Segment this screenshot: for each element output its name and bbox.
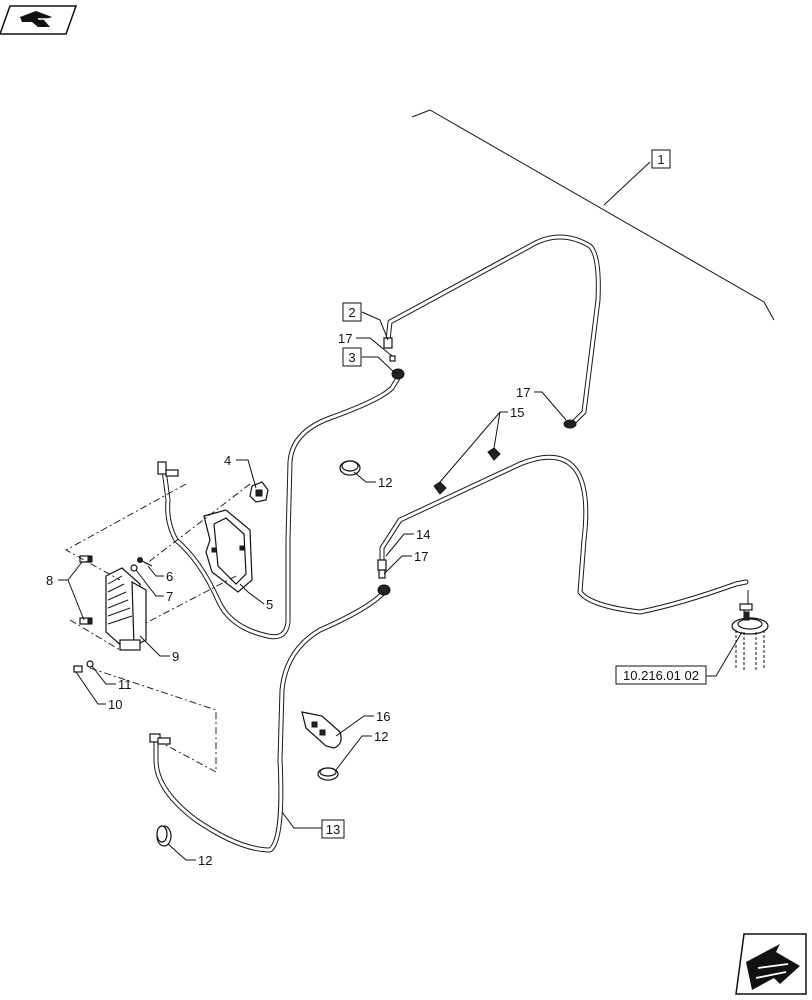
next-page-button[interactable] (735, 933, 807, 995)
bolt-item-8-top (79, 555, 93, 563)
label-item-6: 6 (166, 569, 173, 584)
leader-13 (281, 811, 322, 829)
leader-5 (239, 583, 265, 605)
label-item-2-text: 2 (348, 305, 355, 320)
label-reference[interactable]: 10.216.01 02 (615, 665, 707, 685)
label-item-3[interactable]: 3 (342, 347, 362, 367)
fitting-item-3 (391, 368, 405, 380)
clamp-item-15-a (433, 481, 447, 495)
leader-8 (58, 561, 85, 621)
label-item-5: 5 (266, 597, 273, 612)
leader-10 (75, 671, 106, 705)
hose-item-13 (153, 589, 387, 853)
label-item-1-text: 1 (657, 152, 664, 167)
return-hose-upper (385, 234, 601, 425)
leader-17b (534, 391, 567, 421)
cab-boundary-line (411, 109, 775, 321)
fuel-tank-sender (731, 590, 769, 670)
assembly-line-3 (143, 575, 237, 625)
assembly-line-1 (65, 483, 187, 581)
label-item-16: 16 (376, 709, 390, 724)
clamp-item-15-b (487, 447, 501, 461)
bracket-item-4 (249, 481, 269, 503)
leader-1 (603, 161, 651, 206)
leader-ref (706, 631, 743, 677)
leader-3 (362, 356, 397, 375)
label-reference-text: 10.216.01 02 (623, 668, 699, 683)
leader-4 (236, 459, 257, 489)
leader-6 (147, 565, 164, 577)
label-item-13[interactable]: 13 (321, 819, 345, 839)
oil-cooler-item-9 (105, 567, 147, 651)
label-item-1[interactable]: 1 (651, 149, 671, 169)
label-item-7: 7 (166, 589, 173, 604)
label-item-17-c: 17 (414, 549, 428, 564)
label-item-11: 11 (118, 677, 132, 692)
hose-clamp-item-12-a (339, 460, 361, 476)
leader-12a (353, 471, 376, 483)
label-item-17-a: 17 (338, 331, 352, 346)
bolt-item-8-bottom (79, 617, 93, 625)
hose-clamp-item-12-c (156, 825, 172, 847)
leader-9 (139, 635, 170, 657)
leader-12c (167, 843, 196, 861)
label-item-17-b: 17 (516, 385, 530, 400)
bolt-item-6 (137, 557, 153, 567)
assembly-line-4 (69, 619, 121, 651)
label-item-12-b: 12 (374, 729, 388, 744)
bolt-item-10 (73, 665, 83, 673)
bracket-item-16 (301, 711, 342, 749)
fitting-item-17-top (389, 355, 396, 362)
label-item-14: 14 (416, 527, 430, 542)
assembly-line-5 (89, 667, 217, 773)
leader-17a (356, 337, 393, 357)
leader-11 (91, 665, 116, 685)
washer-item-11 (86, 660, 94, 668)
washer-item-7 (130, 564, 138, 572)
hose-end-lower (149, 733, 171, 745)
hose-item-14 (379, 454, 749, 615)
label-item-13-text: 13 (326, 822, 340, 837)
label-item-2[interactable]: 2 (342, 302, 362, 322)
leader-2 (361, 311, 389, 341)
fitting-item-2 (383, 337, 393, 349)
label-item-3-text: 3 (348, 350, 355, 365)
page-back-icon (20, 11, 52, 27)
leader-16 (335, 715, 374, 737)
leader-17c (383, 555, 412, 575)
leader-14 (385, 533, 414, 557)
mounting-plate-item-5 (203, 509, 253, 593)
leader-12b (335, 735, 372, 771)
label-item-12-c: 12 (198, 853, 212, 868)
label-item-12-a: 12 (378, 475, 392, 490)
fitting-item-14-top (377, 559, 387, 571)
label-item-10: 10 (108, 697, 122, 712)
hose-clamp-item-12-b (317, 767, 339, 781)
hose-end-upper (157, 461, 179, 477)
fitting-item-17-right (563, 419, 577, 429)
label-item-4: 4 (224, 453, 231, 468)
hose-item-3 (161, 375, 401, 640)
prev-page-button[interactable] (0, 5, 78, 35)
label-item-15: 15 (510, 405, 524, 420)
label-item-9: 9 (172, 649, 179, 664)
leader-7 (135, 569, 164, 597)
leader-15 (439, 411, 508, 483)
page-forward-icon (746, 944, 800, 990)
label-item-8: 8 (46, 573, 53, 588)
assembly-line-2 (145, 483, 251, 565)
